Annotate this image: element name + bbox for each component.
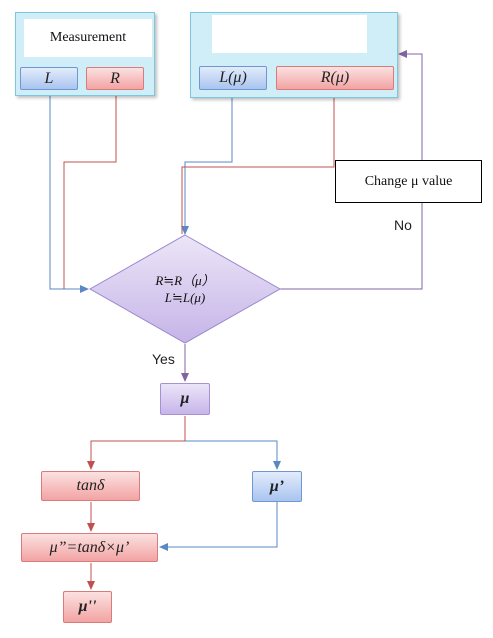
line-r-to-decision [63, 90, 117, 289]
no-label: No [394, 217, 412, 233]
decision-line-1: R≒R（μ） [155, 273, 215, 288]
line-mu-to-tan [87, 416, 186, 470]
line-l-to-decision [49, 90, 89, 293]
measurement-l-chip: L [20, 67, 78, 90]
model-r-chip: R(μ) [276, 66, 394, 90]
formula-box: μ”=tanδ×μ’ [21, 533, 158, 562]
mu-box: μ [160, 383, 210, 415]
tan-delta-box: tanδ [41, 471, 140, 501]
mu-prime-box: μ’ [252, 471, 302, 502]
line-rmu-to-decision [181, 90, 335, 234]
decision-line-2: L≒L(μ) [164, 290, 206, 305]
measurement-r-chip: R [86, 67, 144, 90]
model-l-chip: L(μ) [199, 66, 267, 90]
line-lmu-to-decision [181, 90, 233, 235]
decision-diamond [88, 234, 282, 344]
model-title-box [212, 15, 367, 53]
measurement-title: Measurement [24, 19, 152, 57]
change-mu-box: Change μ value [335, 160, 482, 203]
line-mu-to-muprime [185, 440, 281, 470]
line-muprime-to-formula [159, 502, 278, 551]
mu-double-prime-box: μ'' [63, 591, 112, 623]
yes-label: Yes [152, 351, 175, 367]
